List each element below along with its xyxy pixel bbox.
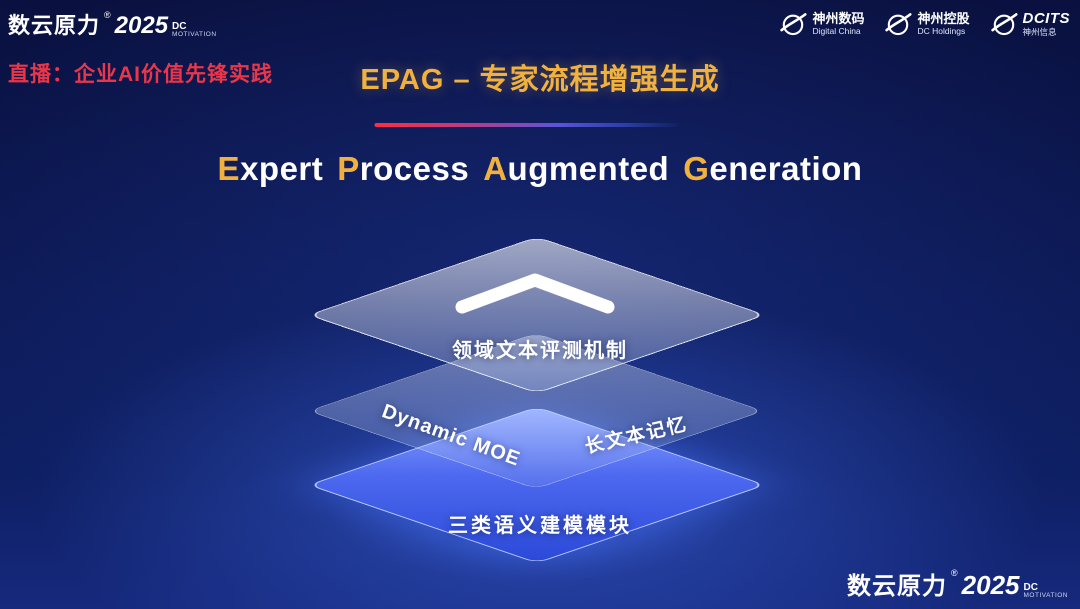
swoosh-globe-icon — [779, 10, 808, 38]
partner-dcits: DCITS 神州信息 — [990, 10, 1071, 38]
partner-name-en: Digital China — [812, 25, 861, 36]
slide-title-en: Expert Process Augmented Generation — [0, 150, 1080, 188]
slide-title-cn: EPAG – 专家流程增强生成 — [360, 64, 720, 96]
partner-dc-holdings: 神州控股 DC Holdings — [884, 10, 970, 38]
chevron-icon — [455, 273, 615, 314]
title-word: Generation — [683, 150, 863, 187]
layer-bottom-label: 三类语义建模模块 — [448, 515, 632, 537]
partner-name-cn: 神州数码 — [812, 10, 865, 26]
partner-digital-china: 神州数码 Digital China — [779, 10, 864, 38]
brand-tag-motivation: MOTIVATION — [1023, 591, 1068, 599]
title-word: Process — [337, 150, 470, 187]
partner-name-en: 神州信息 — [1022, 26, 1057, 37]
live-stream-label: 直播：企业AI价值先锋实践 — [8, 63, 273, 86]
title-word: Expert — [217, 150, 324, 187]
brand-year: 2025 — [961, 570, 1020, 600]
partner-name-cn: 神州控股 — [917, 10, 970, 26]
partner-name-en: DC Holdings — [917, 25, 966, 36]
brand-tag-motivation: MOTIVATION — [172, 30, 217, 38]
registered-mark: ® — [104, 10, 111, 20]
brand-year: 2025 — [114, 12, 169, 39]
partner-text: 神州控股 DC Holdings — [917, 10, 970, 37]
brand-name: 数云原力 — [847, 573, 948, 600]
partner-text: DCITS 神州信息 — [1023, 10, 1071, 37]
swoosh-globe-icon — [990, 10, 1018, 38]
brand-logo-top: 数云原力 ® 2025 DC MOTIVATION — [8, 8, 217, 40]
brand-tag-dc: DC — [1023, 581, 1038, 593]
brand-name: 数云原力 — [8, 13, 101, 38]
brand-tagline: DC MOTIVATION — [1023, 581, 1068, 600]
brand-tag-dc: DC — [172, 20, 187, 32]
layer-top-shape — [307, 236, 767, 394]
layer-top-label: 领域文本评测机制 — [452, 340, 628, 362]
partner-text: 神州数码 Digital China — [812, 10, 865, 37]
swoosh-globe-icon — [884, 10, 913, 38]
partner-name-cn: DCITS — [1022, 10, 1070, 28]
partner-logos: 神州数码 Digital China 神州控股 DC Holdings — [779, 10, 1070, 38]
brand-tagline: DC MOTIVATION — [172, 20, 217, 39]
gradient-divider — [374, 123, 680, 127]
title-word: Augmented — [483, 150, 670, 187]
registered-mark: ® — [951, 568, 958, 578]
brand-logo-bottom: 数云原力 ® 2025 DC MOTIVATION — [847, 566, 1068, 601]
